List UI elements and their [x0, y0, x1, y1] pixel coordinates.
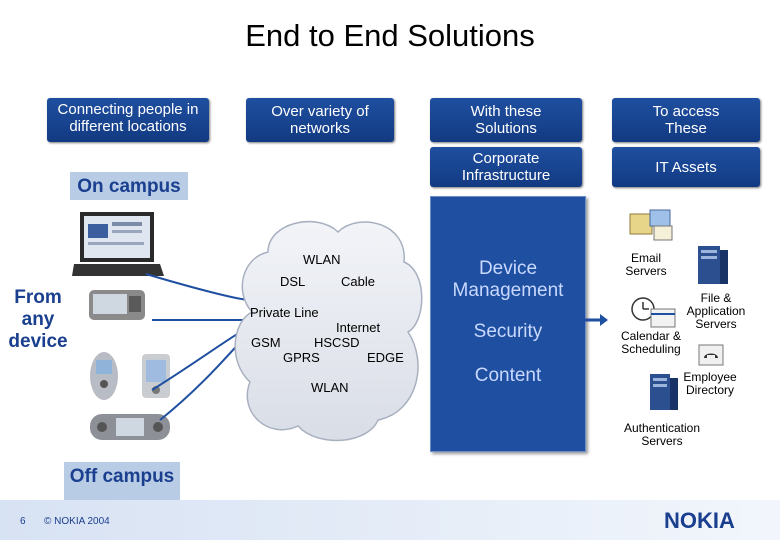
off-campus-badge [64, 462, 180, 500]
content-label: Content [474, 365, 542, 386]
header-networks-label: Over variety of networks [271, 103, 369, 137]
off-campus-label: Off campus [69, 466, 175, 487]
page-number: 6 [20, 516, 26, 527]
header-solutions-label: With these Solutions [470, 103, 542, 137]
file-server-icon [698, 246, 728, 284]
solutions-panel [430, 196, 586, 452]
page-title: End to End Solutions [245, 18, 535, 53]
from-any-device-label: From any device [8, 287, 68, 352]
phone-directory-icon [698, 344, 724, 366]
header-it-assets: IT Assets [612, 147, 760, 187]
email-icon [629, 209, 673, 241]
header-corporate-infrastructure: Corporate Infrastructure [430, 147, 582, 187]
device-management-label: Device Management [452, 258, 564, 301]
calendar-scheduling-label: Calendar & Scheduling [620, 329, 682, 356]
cloud-gprs: GPRS [283, 350, 320, 365]
pda-icon [142, 354, 170, 398]
on-campus-badge [70, 172, 188, 200]
header-corporate-label: Corporate Infrastructure [461, 150, 551, 184]
header-access-label: To access These [652, 103, 720, 137]
laptop-icon [72, 212, 164, 276]
cloud-wlan-top: WLAN [303, 252, 341, 267]
cloud-internet: Internet [336, 320, 381, 335]
header-it-assets-label: IT Assets [655, 158, 717, 176]
cloud-private-line: Private Line [250, 305, 319, 320]
file-app-servers-label: File & Application Servers [686, 291, 746, 331]
on-campus-label: On campus [77, 176, 181, 197]
nokia-phone-icon [90, 352, 118, 400]
employee-directory-label: Employee Directory [683, 370, 737, 397]
cloud-cable: Cable [341, 274, 375, 289]
cloud-gsm: GSM [251, 335, 281, 350]
copyright: © NOKIA 2004 [44, 516, 110, 527]
cloud-wlan-bottom: WLAN [311, 380, 349, 395]
footer-band [0, 500, 780, 540]
arrow-right-icon [584, 314, 608, 326]
authentication-servers-label: Authentication Servers [623, 421, 701, 448]
clock-icon [631, 297, 655, 321]
network-cloud [234, 220, 423, 442]
auth-server-icon [650, 374, 678, 410]
cloud-dsl: DSL [280, 274, 306, 289]
communicator-icon [89, 290, 145, 320]
nokia-logo: NOKIA [664, 508, 735, 533]
security-label: Security [473, 321, 543, 342]
cloud-edge: EDGE [367, 350, 404, 365]
calendar-icon [650, 308, 676, 328]
cloud-hscsd: HSCSD [314, 335, 360, 350]
gaming-phone-icon [90, 414, 170, 440]
header-solutions: With these Solutions [430, 98, 582, 142]
header-connecting-people: Connecting people in different locations [47, 98, 209, 142]
email-servers-label: Email Servers [625, 251, 667, 278]
header-access: To access These [612, 98, 760, 142]
header-networks: Over variety of networks [246, 98, 394, 142]
header-connecting-label: Connecting people in different locations [57, 101, 199, 135]
